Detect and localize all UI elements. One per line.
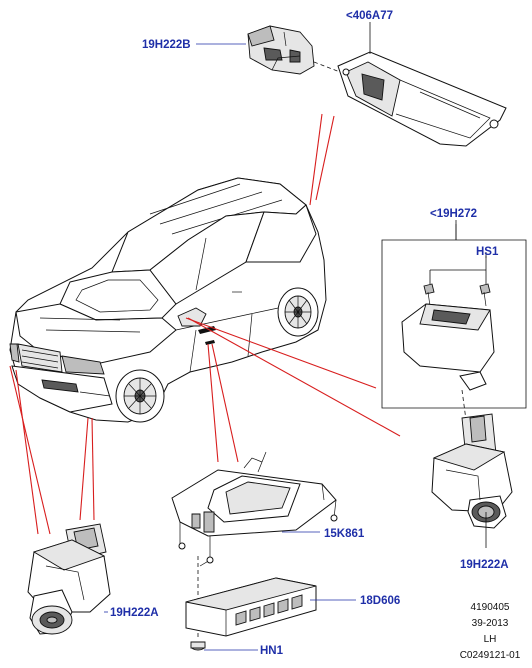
reference-date: 39-2013 (472, 618, 509, 629)
label-front-camera: 19H222A (110, 607, 159, 619)
label-leaders (104, 22, 487, 651)
label-rear-camera-connector: 19H222B (142, 39, 191, 51)
label-side-camera: 19H222A (460, 559, 509, 571)
reference-block: 4190405 39-2013 LH C0249121-01 (460, 602, 521, 661)
label-side-camera-housing: <19H272 (430, 208, 477, 220)
label-side-camera-screw: HS1 (476, 246, 499, 258)
side-camera-icon (431, 413, 513, 529)
label-module-nut: HN1 (260, 645, 284, 657)
reference-code: C0249121-01 (460, 650, 521, 661)
label-camera-module: 18D606 (360, 595, 400, 607)
reference-number: 4190405 (471, 602, 510, 613)
front-camera-icon (27, 523, 111, 635)
reference-side: LH (484, 634, 497, 645)
label-rear-camera-housing: <406A77 (346, 10, 393, 22)
callout-lines (9, 113, 401, 535)
screw-icon (423, 283, 491, 307)
nut-icon (190, 641, 206, 651)
sill-marker-2 (205, 340, 215, 345)
bracket-icon (171, 451, 338, 640)
vehicle-illustration (9, 177, 327, 423)
control-module-icon (185, 577, 317, 637)
side-camera-detail-box (381, 224, 527, 421)
label-module-bracket: 15K861 (324, 528, 365, 540)
front-wheel-icon (115, 369, 165, 423)
sill-marker (198, 326, 216, 334)
rear-camera-housing-icon (337, 51, 507, 147)
rear-wheel-icon (277, 287, 319, 337)
rear-camera-icon (247, 25, 341, 75)
